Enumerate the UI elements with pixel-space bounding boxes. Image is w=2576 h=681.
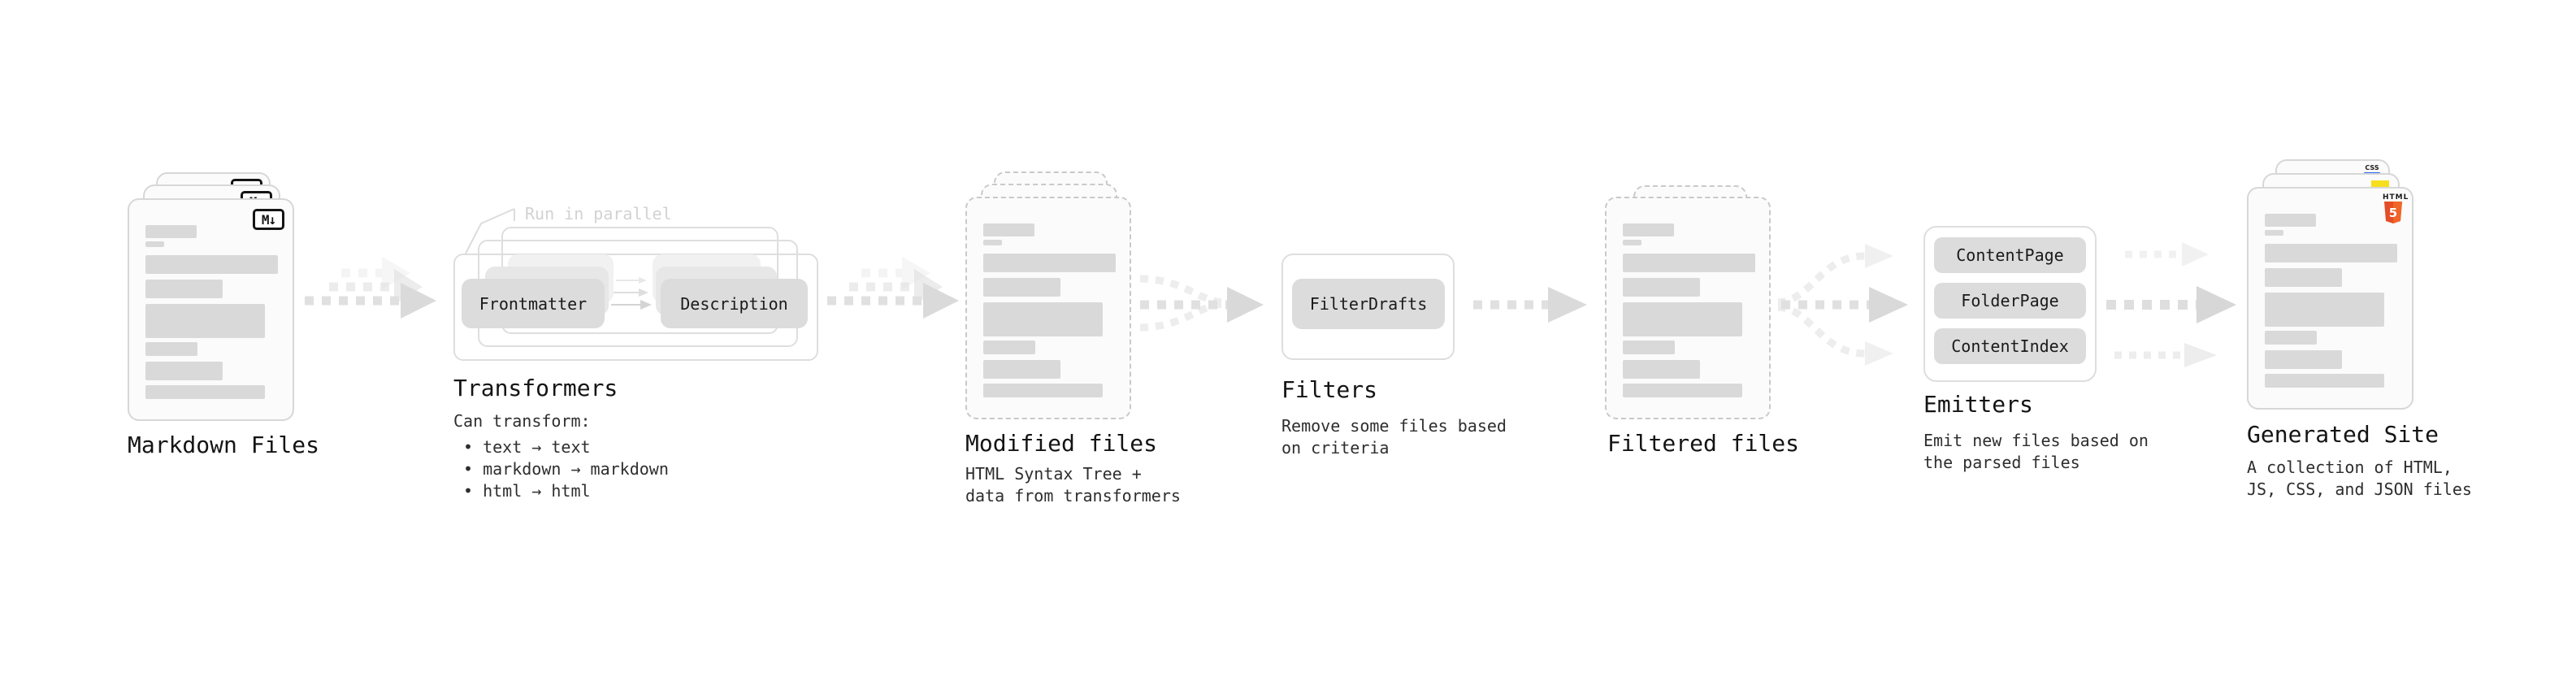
transformer-group-outline-front (453, 254, 818, 361)
markdown-file-card-front: M↓ (128, 198, 294, 421)
site-file-card-html: HTML 5 (2247, 187, 2413, 410)
transformers-bullet-2: • markdown → markdown (463, 459, 669, 479)
doc-content-placeholder (2265, 214, 2397, 388)
arrow-filtered-to-emitters (1777, 244, 1908, 366)
callout-leader-line (465, 208, 515, 254)
transformer-box-description: Description (661, 279, 808, 328)
emitter-box-contentindex: ContentIndex (1934, 328, 2086, 364)
stage-label-markdown-files: Markdown Files (128, 432, 320, 458)
stage-label-transformers: Transformers (453, 375, 618, 401)
filters-group-outline (1281, 254, 1455, 360)
arrow-transformers-to-modified (827, 257, 959, 319)
transformer-box-frontmatter: Frontmatter (462, 279, 605, 328)
run-in-parallel-callout: Run in parallel (525, 204, 672, 223)
filters-desc-1: Remove some files based (1281, 416, 1507, 436)
transformers-bullet-1: • text → text (463, 437, 591, 457)
filter-box-filterdrafts: FilterDrafts (1292, 279, 1445, 329)
generated-site-desc-2: JS, CSS, and JSON files (2247, 479, 2472, 499)
arrow-emitters-to-site (2106, 242, 2236, 367)
emitter-box-contentpage: ContentPage (1934, 237, 2086, 273)
arrow-markdown-to-transformers (305, 257, 436, 319)
transformer-inner-arrows (611, 277, 652, 310)
modified-files-desc-2: data from transformers (965, 486, 1181, 505)
modified-files-desc-1: HTML Syntax Tree + (965, 464, 1142, 484)
doc-content-placeholder (145, 225, 278, 399)
filters-desc-2: on criteria (1281, 438, 1390, 458)
svg-text:5: 5 (2389, 206, 2397, 220)
modified-file-card-front (965, 197, 1131, 419)
arrow-modified-to-filters (1139, 275, 1264, 332)
emitter-box-folderpage: FolderPage (1934, 283, 2086, 319)
stage-label-generated-site: Generated Site (2247, 421, 2439, 448)
emitters-desc-2: the parsed files (1923, 453, 2080, 472)
stage-label-modified-files: Modified files (965, 430, 1158, 457)
html5-icon: HTML 5 (2383, 193, 2409, 227)
html5-icon-label: HTML (2383, 193, 2409, 202)
html5-shield: 5 (2384, 202, 2402, 223)
doc-content-placeholder (1623, 223, 1755, 397)
doc-content-placeholder (983, 223, 1116, 397)
css-icon-label: CSS (2365, 164, 2379, 171)
emitters-desc-1: Emit new files based on (1923, 431, 2149, 450)
markdown-icon: M↓ (253, 209, 284, 230)
transformers-desc-heading: Can transform: (453, 411, 591, 431)
transformers-bullet-3: • html → html (463, 481, 591, 501)
markdown-icon-glyph: M↓ (261, 211, 276, 228)
stage-label-filters: Filters (1281, 376, 1378, 403)
emitters-group-outline (1923, 226, 2097, 382)
filtered-file-card-front (1605, 197, 1771, 419)
arrow-filters-to-filtered (1473, 287, 1587, 323)
generated-site-desc-1: A collection of HTML, (2247, 458, 2452, 477)
stage-label-filtered-files: Filtered files (1607, 430, 1800, 457)
stage-label-emitters: Emitters (1923, 391, 2033, 418)
